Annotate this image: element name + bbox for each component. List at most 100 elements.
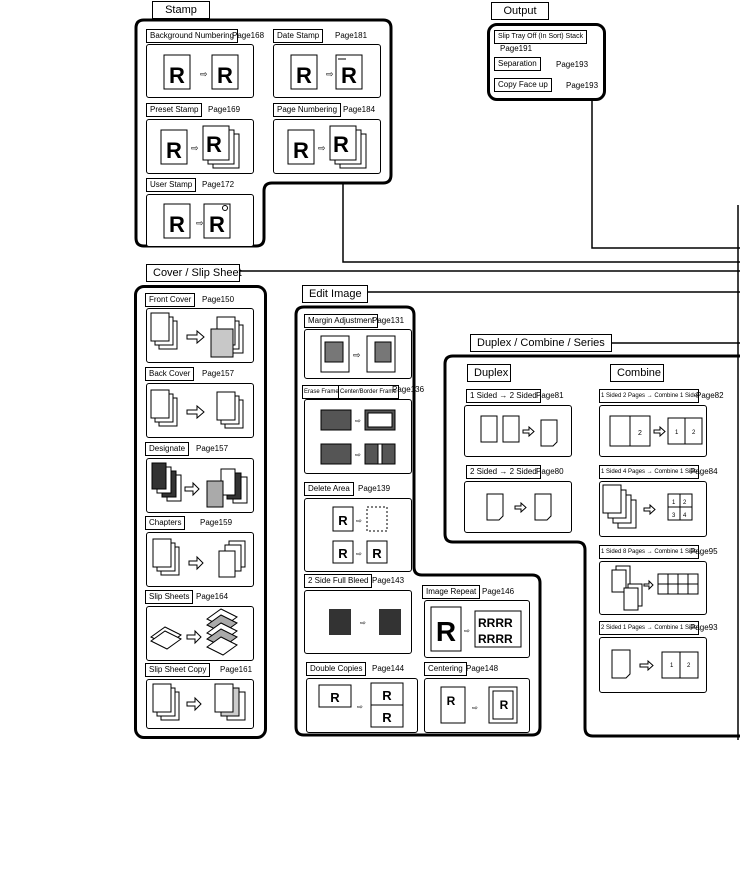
svg-text:⇨: ⇨ [318, 143, 326, 153]
slip-sheet-copy-label[interactable]: Slip Sheet Copy [145, 663, 211, 677]
svg-text:R: R [169, 63, 185, 88]
front-cover-illustration [146, 308, 254, 363]
erase-frame-label2[interactable]: Center/Border Frame [338, 385, 399, 399]
user-stamp-ref[interactable]: Page172 [202, 180, 235, 189]
svg-text:R: R [382, 710, 392, 725]
image-repeat-label[interactable]: Image Repeat [422, 585, 481, 599]
duplex-combine-group-outline [443, 354, 740, 738]
combine-3-label[interactable]: 1 Sided 8 Pages → Combine 1 Side [599, 545, 700, 559]
front-cover-ref[interactable]: Page150 [202, 295, 235, 304]
combine-1-ref[interactable]: Page82 [696, 391, 724, 400]
erase-frame-label[interactable]: Erase Frame [302, 385, 341, 399]
page-numbering-illustration: R⇨R [273, 119, 381, 174]
r-copy-icon: R⇨R [163, 203, 231, 239]
slip-sheets-icon [150, 608, 238, 656]
designate-ref[interactable]: Page157 [196, 444, 229, 453]
edit-image-header: Edit Image [302, 285, 368, 303]
delete-area-ref[interactable]: Page139 [358, 484, 391, 493]
svg-text:⇨: ⇨ [353, 350, 361, 360]
svg-text:⇨: ⇨ [200, 69, 208, 79]
delete-area-label[interactable]: Delete Area [304, 482, 354, 496]
page-numbering-label[interactable]: Page Numbering [273, 103, 342, 117]
copy-face-up-ref[interactable]: Page193 [566, 81, 599, 90]
date-stamp-illustration: R⇨R [273, 44, 381, 98]
margin-adjustment-label[interactable]: Margin Adjustment [304, 314, 379, 328]
svg-text:⇨: ⇨ [357, 704, 363, 711]
duplex-2to2-label[interactable]: 2 Sided → 2 Sided [466, 465, 541, 479]
svg-text:⇨: ⇨ [191, 143, 199, 153]
double-copies-label[interactable]: Double Copies [306, 662, 367, 676]
date-stamp-ref[interactable]: Page181 [335, 31, 368, 40]
combine-3-ref[interactable]: Page95 [690, 547, 718, 556]
svg-text:2: 2 [687, 663, 691, 669]
combine-2-ref[interactable]: Page84 [690, 467, 718, 476]
duplex-1to2-label[interactable]: 1 Sided → 2 Sided [466, 389, 541, 403]
combine-4-ref[interactable]: Page93 [690, 623, 718, 632]
side-full-bleed-ref[interactable]: Page143 [372, 576, 405, 585]
svg-text:R: R [500, 698, 509, 712]
background-numbering-ref[interactable]: Page168 [232, 31, 265, 40]
separation-ref[interactable]: Page193 [556, 60, 589, 69]
svg-text:R: R [436, 616, 456, 647]
preset-stamp-illustration: R⇨R [146, 119, 254, 174]
slip-sheets-ref[interactable]: Page164 [196, 592, 229, 601]
svg-text:2: 2 [692, 430, 696, 436]
margin-adjustment-illustration: ⇨ [304, 329, 412, 379]
svg-text:⇨: ⇨ [356, 551, 362, 558]
side-full-bleed-label[interactable]: 2 Side Full Bleed [304, 574, 373, 588]
svg-text:1: 1 [672, 500, 676, 506]
slip-sheet-copy-illustration [146, 679, 254, 729]
user-stamp-illustration: R⇨R [146, 194, 254, 247]
chapters-label[interactable]: Chapters [145, 516, 186, 530]
back-cover-label[interactable]: Back Cover [145, 367, 195, 381]
duplex-combine-header: Duplex / Combine / Series [470, 334, 612, 352]
preset-stamp-label[interactable]: Preset Stamp [146, 103, 203, 117]
preset-stamp-ref[interactable]: Page169 [208, 105, 241, 114]
combine-2-label[interactable]: 1 Sided 4 Pages → Combine 1 Side [599, 465, 700, 479]
copy-face-up-label[interactable]: Copy Face up [494, 78, 552, 92]
slip-sheets-label[interactable]: Slip Sheets [145, 590, 194, 604]
svg-text:⇨: ⇨ [360, 620, 366, 627]
combine-icon [611, 565, 699, 611]
r-copy-stack-icon: R⇨R [160, 125, 240, 169]
date-stamp-label[interactable]: Date Stamp [273, 29, 324, 43]
front-cover-label[interactable]: Front Cover [145, 293, 196, 307]
back-cover-illustration [146, 383, 254, 438]
slip-tray-ref[interactable]: Page191 [500, 44, 533, 53]
duplex-icon [486, 493, 552, 521]
background-numbering-label[interactable]: Background Numbering [146, 29, 239, 43]
image-repeat-ref[interactable]: Page146 [482, 587, 515, 596]
slip-tray-label[interactable]: Slip Tray Off (In Sort) Stack [494, 30, 588, 44]
duplex-1to2-illustration [464, 405, 572, 457]
slip-sheet-copy-ref[interactable]: Page161 [220, 665, 253, 674]
svg-text:RRRR: RRRR [478, 632, 513, 646]
combine-3-illustration [599, 561, 707, 615]
combine-1-label[interactable]: 1 Sided 2 Pages → Combine 1 Side [599, 389, 700, 403]
erase-frame-ref[interactable]: Page136 [392, 385, 425, 394]
centering-label[interactable]: Centering [424, 662, 467, 676]
combine-4-label[interactable]: 2 Sided 1 Pages → Combine 1 Side [599, 621, 700, 635]
svg-text:⇨: ⇨ [355, 418, 361, 425]
double-copies-ref[interactable]: Page144 [372, 664, 405, 673]
designate-label[interactable]: Designate [145, 442, 190, 456]
margin-adjustment-ref[interactable]: Page131 [372, 316, 405, 325]
svg-text:⇨: ⇨ [196, 218, 204, 228]
duplex-1to2-ref[interactable]: Page81 [536, 391, 564, 400]
separation-label[interactable]: Separation [494, 57, 541, 71]
duplex-2to2-ref[interactable]: Page80 [536, 467, 564, 476]
svg-text:R: R [296, 63, 312, 88]
chapters-ref[interactable]: Page159 [200, 518, 233, 527]
designate-stack-icon [151, 462, 248, 508]
page-numbering-ref[interactable]: Page184 [343, 105, 376, 114]
centering-ref[interactable]: Page148 [466, 664, 499, 673]
back-cover-ref[interactable]: Page157 [202, 369, 235, 378]
full-bleed-icon: ⇨ [329, 609, 401, 635]
svg-text:RRRR: RRRR [478, 616, 513, 630]
user-stamp-label[interactable]: User Stamp [146, 178, 197, 192]
